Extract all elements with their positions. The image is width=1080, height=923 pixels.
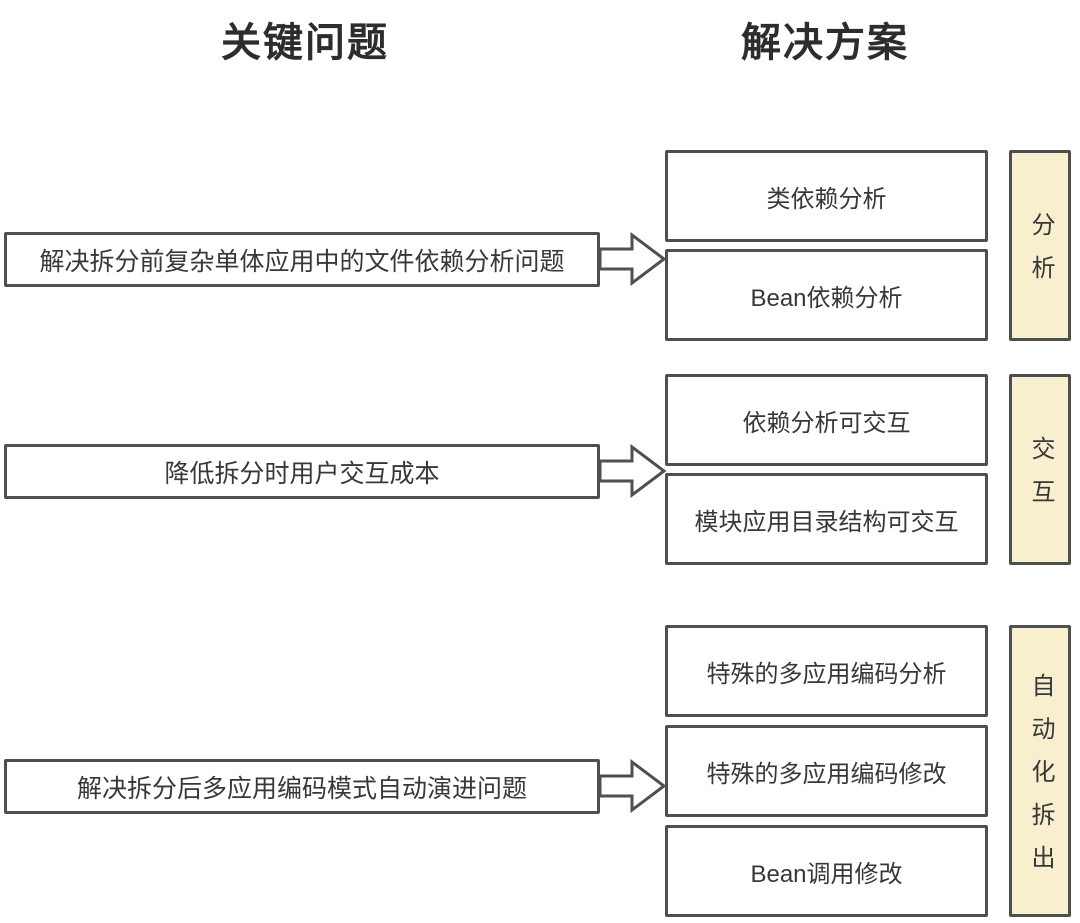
- category-label-text: 自动化拆出: [1027, 673, 1054, 888]
- solution-stack: 依赖分析可交互 模块应用目录结构可交互: [665, 374, 988, 565]
- solution-box: 类依赖分析: [665, 150, 988, 242]
- solution-box: Bean调用修改: [665, 825, 988, 917]
- solution-box: 依赖分析可交互: [665, 374, 988, 466]
- problem-box: 解决拆分前复杂单体应用中的文件依赖分析问题: [4, 232, 600, 287]
- column-header-solutions: 解决方案: [741, 21, 909, 65]
- right-block-arrow-icon: [599, 444, 667, 498]
- category-label: 自动化拆出: [1009, 625, 1071, 917]
- category-label-text: 分析: [1027, 212, 1054, 298]
- column-header-problems: 关键问题: [221, 21, 389, 65]
- problem-box: 降低拆分时用户交互成本: [4, 444, 600, 499]
- category-label-text: 交互: [1027, 436, 1054, 522]
- solution-box: 特殊的多应用编码分析: [665, 625, 988, 717]
- right-block-arrow-icon: [599, 759, 667, 813]
- solution-box: 特殊的多应用编码修改: [665, 725, 988, 817]
- solution-box: Bean依赖分析: [665, 249, 988, 341]
- solution-stack: 特殊的多应用编码分析 特殊的多应用编码修改 Bean调用修改: [665, 625, 988, 917]
- problem-box: 解决拆分后多应用编码模式自动演进问题: [4, 759, 600, 814]
- right-block-arrow-icon: [599, 232, 667, 286]
- solution-stack: 类依赖分析 Bean依赖分析: [665, 150, 988, 341]
- category-label: 分析: [1009, 150, 1071, 341]
- category-label: 交互: [1009, 374, 1071, 565]
- solution-box: 模块应用目录结构可交互: [665, 473, 988, 565]
